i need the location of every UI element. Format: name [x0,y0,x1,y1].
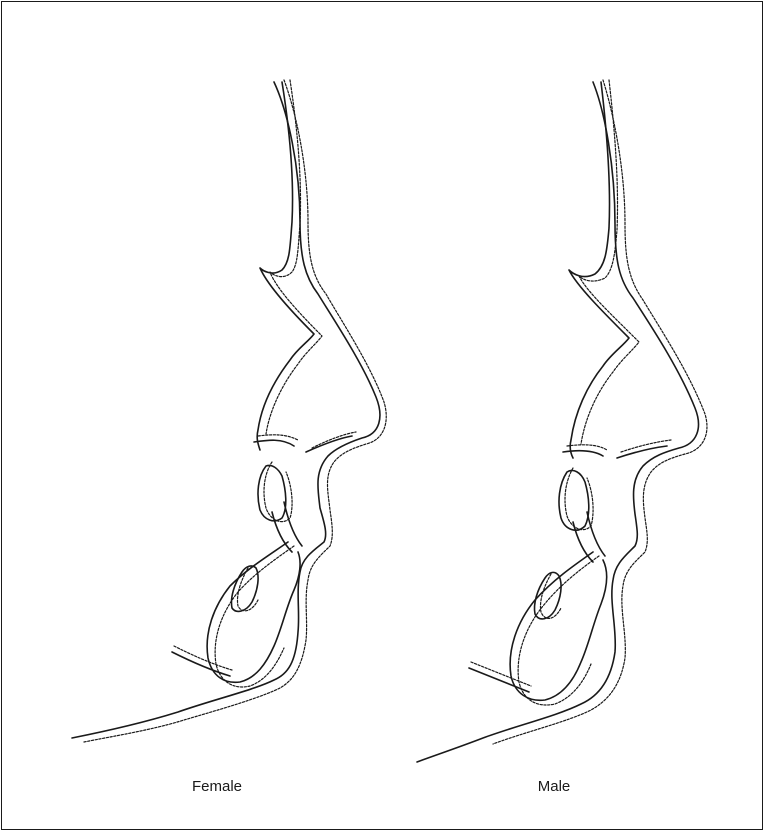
symphysis-outline [207,542,300,682]
soft-tissue-profile-solid [417,82,698,762]
male-caption: Male [454,778,654,795]
male-profile-drawing [397,72,727,762]
soft-tissue-profile-dashed [84,80,386,742]
mandibular-border [469,668,529,692]
bony-profile-solid [257,82,314,450]
upper-incisor [559,470,589,530]
female-caption: Female [117,778,317,795]
soft-tissue-profile-dashed [493,80,707,744]
soft-tissue-profile-solid [72,82,380,738]
palatal-plane [563,446,667,458]
bony-profile-dashed [266,80,322,434]
female-profile-drawing [62,72,392,762]
male-profile-tracing [397,72,727,762]
mandibular-border [172,652,230,676]
mandibular-border-dashed [471,662,531,686]
female-profile-tracing [62,72,392,762]
upper-incisor-root [272,502,302,552]
